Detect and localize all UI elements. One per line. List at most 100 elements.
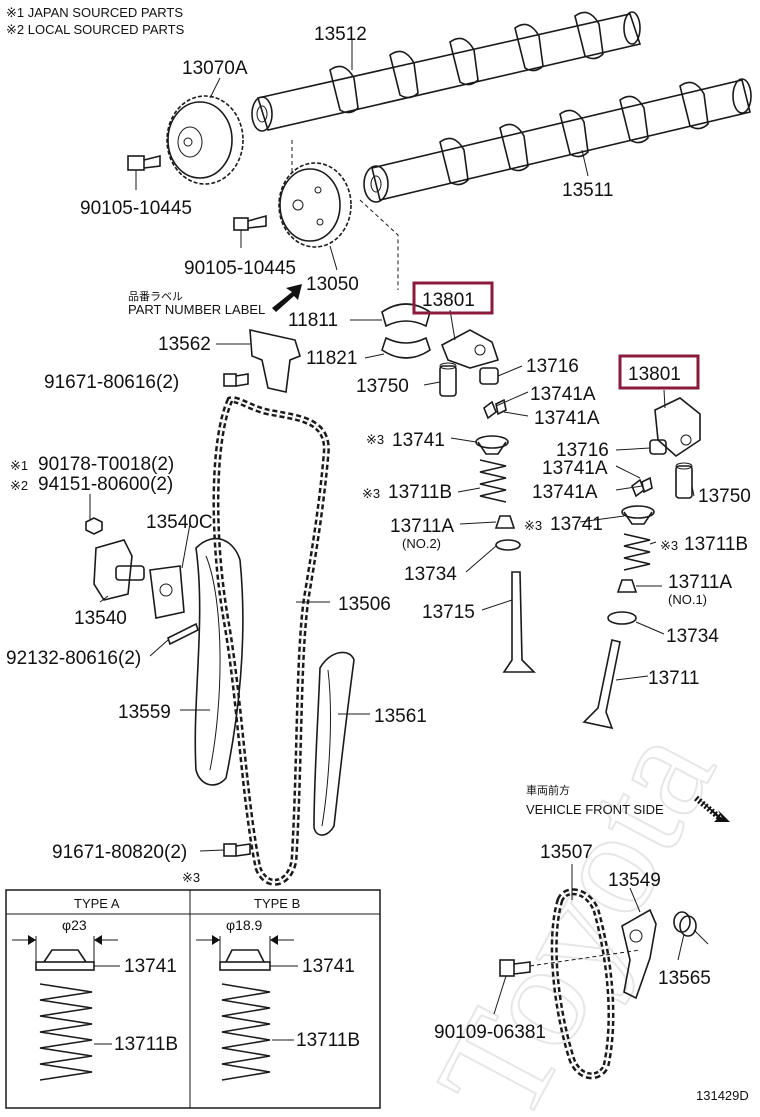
label-13070a: 13070A bbox=[182, 58, 248, 79]
label-13716-b: 13716 bbox=[556, 440, 609, 461]
label-13565: 13565 bbox=[658, 968, 711, 989]
spring-13711b-a bbox=[479, 459, 507, 503]
lash-adjuster-13750-b bbox=[675, 462, 693, 499]
mark-note1: ※1 bbox=[10, 458, 28, 473]
label-13741-a: 13741 bbox=[392, 430, 445, 451]
label-11811: 11811 bbox=[288, 310, 338, 331]
note-japan-sourced: ※1 JAPAN SOURCED PARTS bbox=[6, 5, 183, 20]
mark-note3-b: ※3 bbox=[362, 486, 380, 501]
label-13741a-2: 13741A bbox=[534, 408, 600, 429]
type-inset bbox=[5, 889, 381, 1109]
label-13741a-4: 13741A bbox=[532, 482, 598, 503]
label-13561: 13561 bbox=[374, 706, 427, 727]
sprocket-13070a bbox=[166, 95, 244, 185]
label-13711b-b: 13711B bbox=[684, 534, 748, 555]
timing-chain-13506 bbox=[212, 396, 330, 886]
keeper-a bbox=[483, 398, 507, 420]
highlight-box-13801-b bbox=[618, 354, 700, 390]
lash-adjuster-13750-a bbox=[439, 362, 457, 397]
watermark: Toyota bbox=[405, 702, 746, 1112]
spring-13565 bbox=[673, 911, 709, 945]
label-13512: 13512 bbox=[314, 24, 367, 45]
front-label: VEHICLE FRONT SIDE bbox=[526, 802, 664, 817]
label-13050: 13050 bbox=[306, 274, 359, 295]
nut-90178 bbox=[85, 517, 103, 535]
bolt-90105-a bbox=[127, 154, 161, 171]
label-13562: 13562 bbox=[158, 334, 211, 355]
washer-13734-b bbox=[607, 611, 637, 625]
sprocket-13050 bbox=[278, 162, 352, 248]
label-13549: 13549 bbox=[608, 870, 661, 891]
valve-13711 bbox=[582, 639, 621, 730]
label-13750-a: 13750 bbox=[356, 376, 409, 397]
label-90105-a: 90105-10445 bbox=[80, 198, 192, 219]
inset-dim-a: φ23 bbox=[62, 917, 87, 933]
leader-lines bbox=[89, 40, 695, 1015]
label-13716-a: 13716 bbox=[526, 356, 579, 377]
guide-13562 bbox=[249, 328, 301, 393]
label-13540c: 13540C bbox=[146, 512, 213, 533]
label-13711: 13711 bbox=[648, 668, 699, 689]
label-13540: 13540 bbox=[74, 608, 127, 629]
tensioner-arm-13549 bbox=[621, 908, 657, 1000]
label-13511: 13511 bbox=[562, 180, 613, 201]
label-91671-80616: 91671-80616(2) bbox=[44, 372, 179, 393]
label-13711a-a: 13711A bbox=[390, 516, 454, 537]
valve-13715 bbox=[502, 571, 536, 673]
part-number-label-jp: 品番ラベル bbox=[128, 290, 183, 303]
label-94151: 94151-80600(2) bbox=[38, 474, 173, 495]
bolt-90109 bbox=[499, 959, 531, 977]
part-number-label-text: PART NUMBER LABEL bbox=[128, 302, 265, 317]
label-11821: 11821 bbox=[306, 348, 357, 369]
oil-pump-chain-13507 bbox=[550, 888, 615, 1080]
mark-note3-c: ※3 bbox=[524, 518, 542, 533]
label-13801-b: 13801 bbox=[628, 364, 681, 385]
bolt-91671-a bbox=[223, 373, 249, 387]
label-13711b-a: 13711B bbox=[388, 482, 452, 503]
cap-13716-a bbox=[479, 367, 499, 385]
label-90178: 90178-T0018(2) bbox=[38, 454, 174, 475]
note-local-sourced: ※2 LOCAL SOURCED PARTS bbox=[6, 22, 185, 37]
tensioner-13540 bbox=[93, 539, 145, 601]
label-13734-a: 13734 bbox=[404, 564, 457, 585]
seal-13711a-b bbox=[616, 579, 638, 593]
seal-13711a-a bbox=[494, 515, 516, 529]
inset-type-b: TYPE B bbox=[254, 896, 300, 911]
label-13801-a: 13801 bbox=[422, 290, 475, 311]
inset-a-13741: 13741 bbox=[124, 956, 177, 977]
gasket-13540c bbox=[149, 565, 185, 619]
rocker-arm-13801-a bbox=[440, 329, 500, 369]
retainer-13741-a bbox=[475, 435, 509, 455]
rocker-arm-13801-b bbox=[654, 397, 701, 458]
type-b-drawing bbox=[196, 935, 294, 1081]
label-13734-b: 13734 bbox=[666, 626, 719, 647]
label-90105-b: 90105-10445 bbox=[184, 258, 296, 279]
label-90109: 90109-06381 bbox=[434, 1022, 546, 1043]
mark-note3-e: ※3 bbox=[182, 870, 200, 885]
label-arrow-icon bbox=[272, 284, 302, 312]
retainer-13741-b bbox=[621, 505, 655, 525]
camshaft-13512 bbox=[251, 11, 642, 132]
label-13506: 13506 bbox=[338, 594, 391, 615]
label-13741a-3: 13741A bbox=[542, 458, 608, 479]
chain-slipper-13559 bbox=[194, 537, 244, 786]
label-13711a-b: 13711A bbox=[668, 572, 732, 593]
spring-13711b-b bbox=[623, 533, 651, 571]
inset-b-13741: 13741 bbox=[302, 956, 355, 977]
diagram-id: 131429D bbox=[696, 1088, 749, 1103]
inset-type-a: TYPE A bbox=[74, 896, 120, 911]
bearing-cap bbox=[381, 303, 431, 359]
chain-guide-13561 bbox=[313, 651, 355, 836]
washer-13734-a bbox=[495, 539, 521, 551]
mark-note2: ※2 bbox=[10, 478, 28, 493]
label-92132: 92132-80616(2) bbox=[6, 648, 141, 669]
label-13715: 13715 bbox=[422, 602, 475, 623]
label-13741a-1: 13741A bbox=[530, 384, 596, 405]
front-arrow-icon bbox=[698, 798, 730, 822]
mark-note3-a: ※3 bbox=[366, 432, 384, 447]
label-no2: (NO.2) bbox=[402, 536, 441, 551]
bolt-90105-b bbox=[233, 214, 267, 231]
front-label-jp: 車両前方 bbox=[526, 783, 570, 797]
label-13507: 13507 bbox=[540, 842, 593, 863]
